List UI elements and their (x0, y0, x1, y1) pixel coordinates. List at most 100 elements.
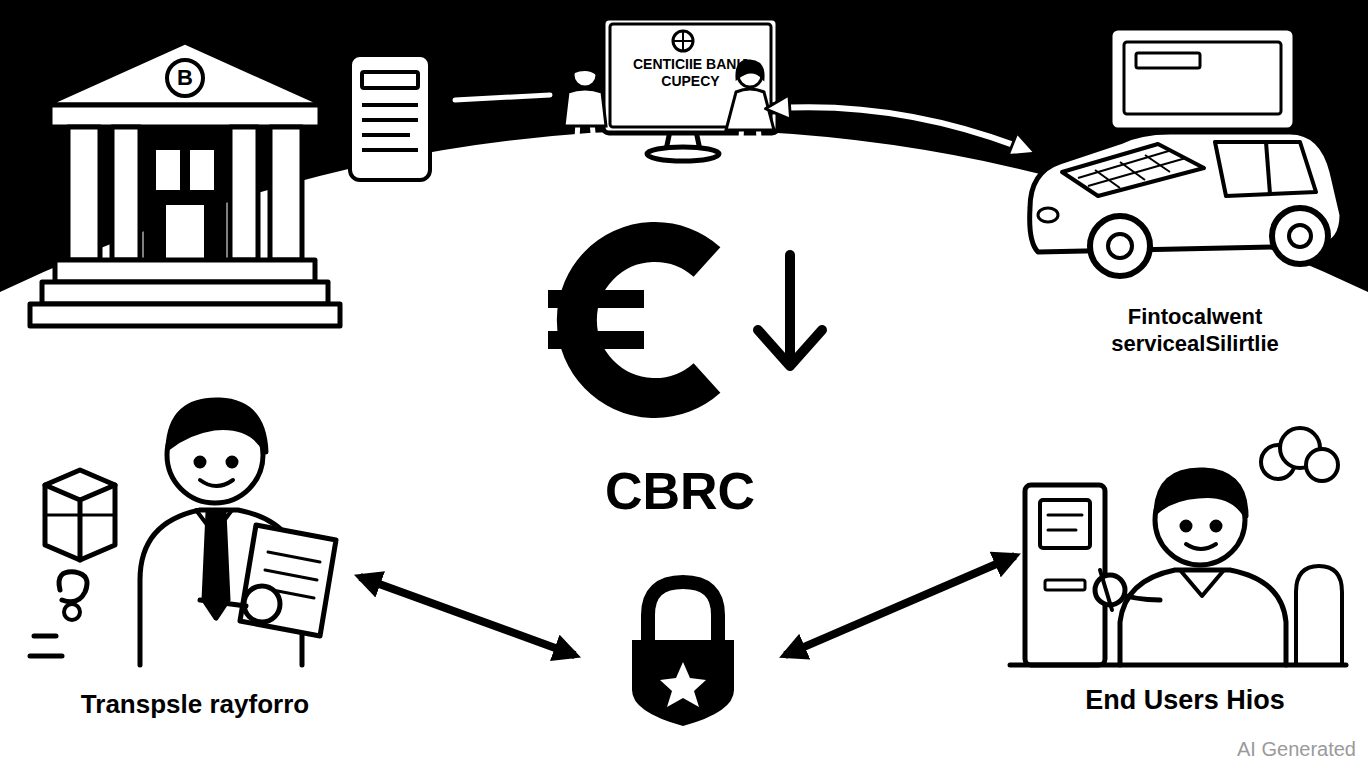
left-person-part (240, 525, 336, 636)
car-with-laptop-part (1266, 142, 1270, 194)
right-person-part (1182, 522, 1190, 530)
euro-symbol-part (548, 290, 644, 308)
car-with-laptop-part (1078, 150, 1172, 178)
right-person-part (1156, 470, 1246, 516)
bank-letter: B (177, 66, 193, 90)
left-person-part (196, 510, 232, 534)
left-person-part (30, 654, 62, 659)
right-person-part (1306, 449, 1338, 481)
bank-building (30, 42, 340, 326)
car-with-laptop-part (1289, 225, 1311, 247)
bank-building-part (270, 127, 302, 260)
euro-symbol-part (577, 242, 707, 398)
right-person-part (1186, 544, 1216, 549)
node-label: CENTICIIE BANIJ CUPECY (618, 56, 763, 90)
car-with-laptop-part (1062, 144, 1204, 196)
bank-building-part (68, 127, 100, 260)
euro-symbol (548, 242, 707, 398)
car-with-laptop-part (1145, 155, 1170, 172)
monitor-part (647, 147, 719, 161)
right-person-part (1100, 570, 1112, 610)
node-label: CBRC (605, 465, 755, 517)
euro-symbol-part (548, 331, 644, 349)
bank-building-part (230, 127, 258, 260)
bank-building-part (55, 260, 315, 282)
car-with-laptop-part (1090, 216, 1150, 276)
left-person (30, 400, 336, 665)
node-label: End Users Hios (1085, 684, 1285, 716)
bank-building-part (45, 42, 325, 105)
screen-box: CENTICIIE BANIJ CUPECY (610, 26, 771, 123)
right-person-part (1048, 514, 1082, 517)
arrow-line (360, 577, 575, 655)
left-person-part (265, 570, 317, 580)
down-arrow-part (785, 255, 795, 362)
right-person-part (1025, 485, 1105, 665)
document-icon-part (362, 133, 410, 137)
bank-building-part (156, 150, 180, 190)
padlock-shield-part (632, 640, 734, 726)
right-person-part (1212, 522, 1220, 530)
car-with-laptop-part (1120, 162, 1145, 180)
bank-building-part (42, 282, 328, 304)
left-person-part (64, 604, 80, 620)
document-icon-part (362, 72, 418, 88)
right-person-part (1045, 580, 1085, 590)
right-person-part (1040, 500, 1090, 548)
double-arrow (360, 577, 575, 655)
left-person-part (168, 400, 266, 452)
left-person-part (34, 634, 56, 639)
right-person (1010, 428, 1346, 665)
left-person-part (45, 470, 115, 560)
right-person-part (1296, 566, 1342, 665)
padlock-shield-part (660, 662, 706, 707)
left-person-part (268, 552, 320, 562)
monitor-part (682, 31, 684, 51)
monitor-part (673, 31, 693, 51)
left-person-part (196, 458, 204, 466)
document-link (455, 95, 550, 100)
document-icon-part (362, 148, 418, 152)
car-with-laptop (1030, 28, 1342, 276)
car-with-laptop-part (1095, 170, 1120, 188)
left-person-part (78, 500, 83, 560)
car-with-laptop-part (1272, 208, 1328, 264)
left-person-part (228, 458, 236, 466)
person-group: Transpsle rayforro (30, 390, 360, 730)
bank-building-part (112, 127, 140, 260)
right-person-part (1048, 529, 1076, 532)
right-person-part (1120, 570, 1286, 665)
document-icon (350, 55, 430, 180)
watermark: AI Generated (1237, 738, 1356, 760)
car-with-laptop-part (1110, 28, 1295, 130)
right-person-part (1010, 663, 1346, 668)
node-label: Transpsle rayforro (81, 689, 309, 720)
right-person-part (1180, 570, 1224, 596)
person-group: End Users Hios (1015, 440, 1355, 730)
car-with-laptop-part (1038, 208, 1058, 222)
down-arrow (758, 255, 822, 366)
padlock-shield (632, 582, 734, 726)
double-arrow (771, 107, 1030, 151)
bank-building-part (190, 150, 214, 190)
node-label: Fintocalwent servicealSilirtlie (1070, 304, 1320, 357)
padlock-shield-part (648, 582, 718, 645)
monitor-people-part (573, 62, 597, 74)
bank-building-part (30, 304, 340, 326)
arrow-line (785, 556, 1015, 655)
arrow-line (771, 107, 1030, 151)
double-arrow (785, 556, 1015, 655)
monitor-people-part (564, 89, 606, 126)
left-person-part (200, 600, 246, 606)
document-icon-part (350, 55, 430, 180)
hub-node: CBRC (575, 180, 785, 720)
bank-building-part (50, 105, 320, 127)
left-person-part (59, 572, 87, 602)
left-person-part (200, 480, 233, 486)
car-with-laptop-part (1108, 234, 1132, 258)
car-with-laptop-part (1088, 158, 1186, 186)
